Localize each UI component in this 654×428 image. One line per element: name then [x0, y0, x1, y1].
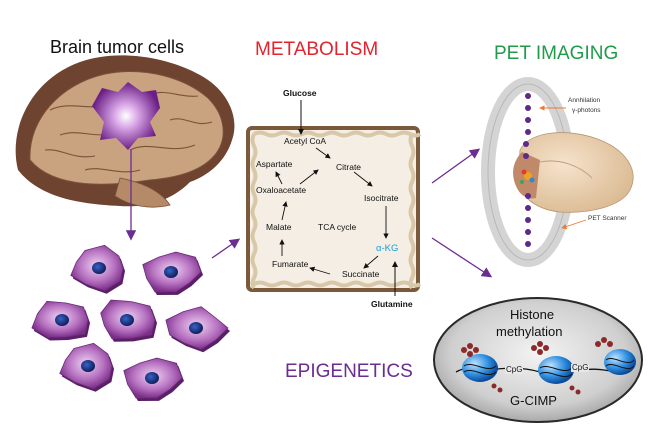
methylation-label: methylation: [496, 324, 563, 339]
cell-nucleus: [145, 372, 159, 384]
tumor-cell: [123, 357, 184, 401]
cpg-label-1: CpG: [505, 365, 524, 374]
glutamine-label: Glutamine: [371, 299, 413, 309]
akg-label: α-KG: [376, 243, 399, 254]
malate-label: Malate: [266, 222, 292, 232]
tumor-cell: [70, 244, 125, 294]
metabolism-title: METABOLISM: [255, 39, 379, 60]
arrow-cells-to-metabolism: [211, 238, 241, 259]
pet-scanner-illustration: [481, 77, 634, 267]
glucose-label: Glucose: [283, 88, 317, 98]
tumor-cell: [59, 342, 114, 392]
isocitrate-label: Isocitrate: [364, 193, 399, 203]
gcimp-label: G-CIMP: [510, 393, 557, 408]
cell-nucleus: [92, 262, 106, 274]
brain-illustration: [15, 55, 235, 208]
arrow-metabolism-to-pet: [431, 148, 481, 184]
tumor-cell: [142, 251, 203, 295]
tca-cycle-label: TCA cycle: [318, 222, 357, 232]
cell-nucleus: [55, 314, 69, 326]
arrow-metabolism-to-epigenetics: [431, 237, 493, 278]
photons-label: γ-photons: [572, 107, 601, 114]
nucleosome-2: [538, 356, 574, 384]
brain-title: Brain tumor cells: [50, 37, 185, 57]
pet-imaging-title: PET IMAGING: [494, 43, 619, 64]
cpg-label-2: CpG: [571, 363, 590, 372]
tca-cycle-box: [246, 100, 422, 296]
epigenetics-title: EPIGENETICS: [285, 361, 413, 382]
cell-nucleus: [164, 266, 178, 278]
pet-scanner-label: PET Scanner: [588, 215, 627, 222]
acetyl-coa-label: Acetyl CoA: [284, 136, 327, 146]
tumor-cell: [100, 299, 157, 342]
tumor-region: [92, 82, 160, 150]
tumor-cells-cluster: [31, 244, 230, 401]
fumarate-label: Fumarate: [272, 259, 309, 269]
succinate-label: Succinate: [342, 269, 380, 279]
photon-markers: [523, 93, 531, 247]
methyl-groups: [461, 337, 613, 395]
nucleosome-1: [462, 354, 498, 382]
oxaloacetate-label: Oxaloacetate: [256, 185, 307, 195]
cell-nucleus: [189, 322, 203, 334]
nucleosome-3: [604, 349, 636, 375]
epigenetics-oval: [433, 297, 643, 423]
tumor-cell: [165, 306, 230, 353]
histone-label: Histone: [510, 307, 555, 322]
aspartate-label: Aspartate: [256, 159, 293, 169]
flow-arrows: [125, 148, 493, 278]
cell-nucleus: [120, 314, 134, 326]
annihilation-label: Annhilation: [568, 97, 601, 104]
tumor-cell: [31, 300, 90, 341]
cell-nucleus: [81, 360, 95, 372]
citrate-label: Citrate: [336, 162, 362, 172]
